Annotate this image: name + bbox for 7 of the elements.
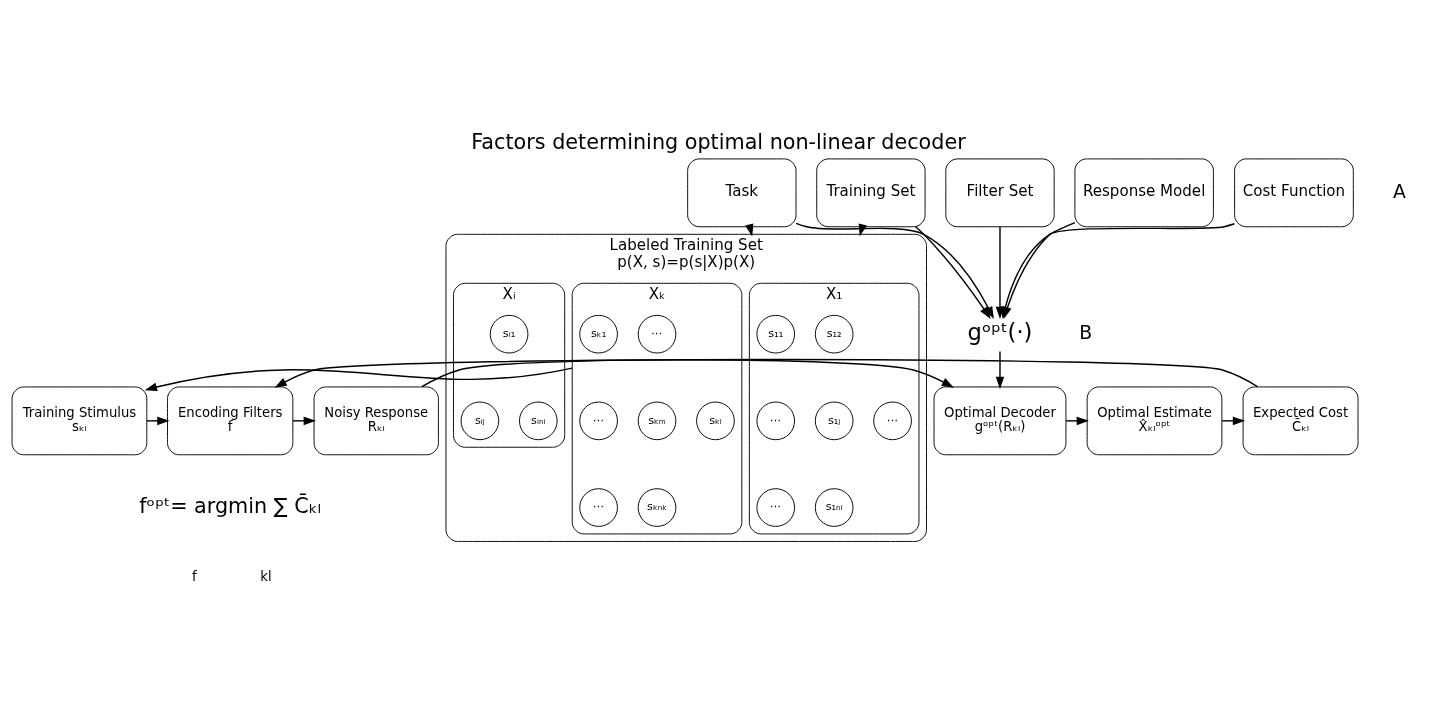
node-text: gᵒᵖᵗ(·) [967,319,1033,346]
label: kl [260,568,272,584]
label: f [192,568,197,584]
label: A [1393,180,1406,202]
diagram-title: Factors determining optimal non-linear decoder [471,130,966,155]
label: B [1079,321,1093,343]
label: fᵒᵖᵗ= argmin ∑ C̄ₖₗ [139,493,322,518]
